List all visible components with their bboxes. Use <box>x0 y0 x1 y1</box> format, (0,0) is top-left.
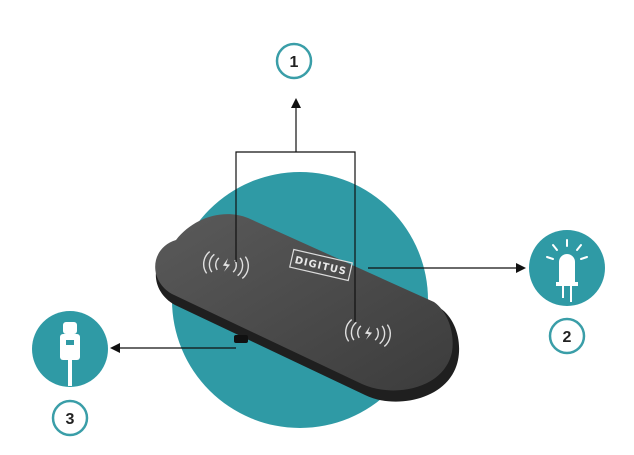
callout-1-badge: 1 <box>275 42 313 80</box>
pad-top-surface <box>155 214 453 391</box>
callout-1-number: 1 <box>290 54 299 71</box>
callout-2-badge: 2 <box>548 317 586 355</box>
usb-port <box>234 335 248 343</box>
led-bulb-icon <box>529 230 605 306</box>
callout-3-badge: 3 <box>51 399 89 437</box>
wireless-charging-icon <box>203 251 249 279</box>
wireless-charging-icon <box>345 319 391 347</box>
wireless-charging-pad: DIGITUS <box>155 214 460 402</box>
callout-3-number: 3 <box>66 411 75 428</box>
usb-c-cable-icon <box>32 311 108 387</box>
callout-2-number: 2 <box>563 329 572 346</box>
callout-1-leader <box>235 98 356 322</box>
